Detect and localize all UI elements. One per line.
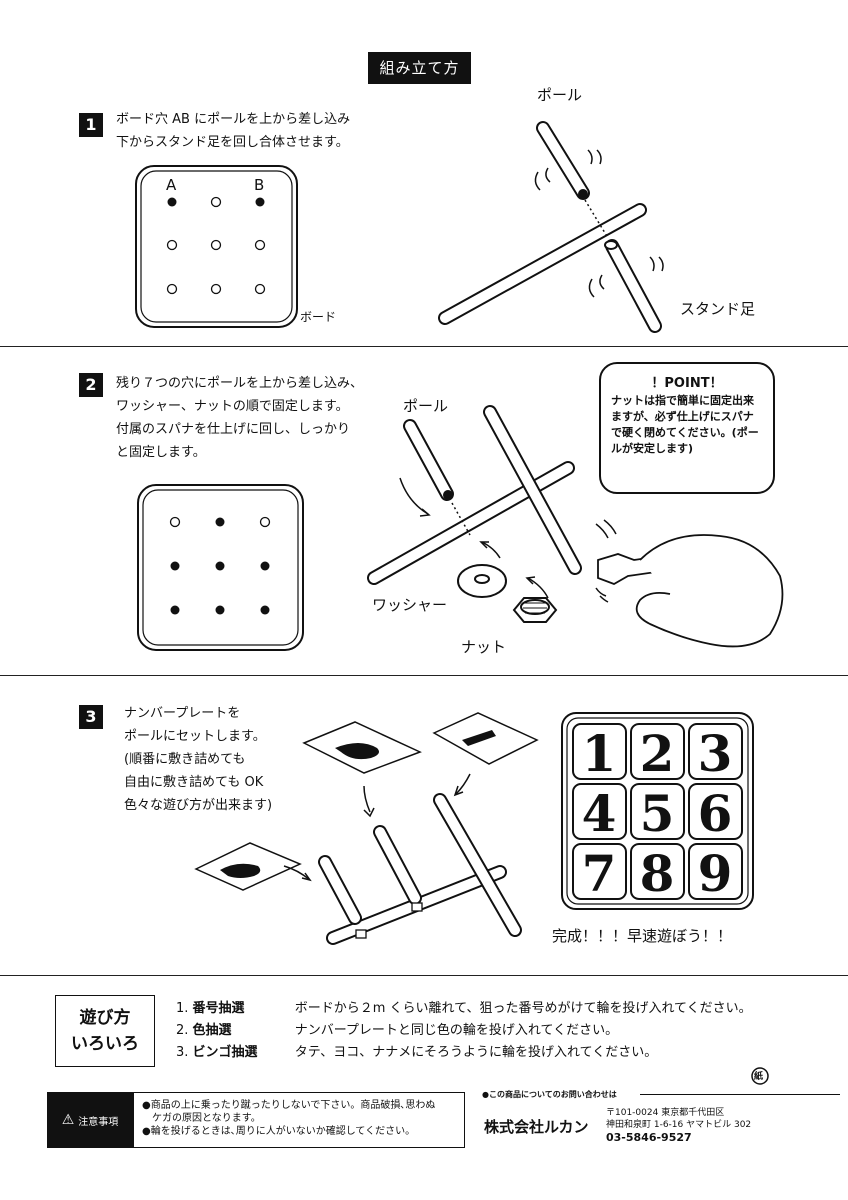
number-tile: 4 <box>572 783 627 843</box>
contact-divider <box>640 1094 840 1095</box>
number-tile: 9 <box>688 843 743 903</box>
number-tile: 2 <box>630 723 685 783</box>
paper-mark: 紙 <box>754 1072 764 1082</box>
number-tile-digit: 7 <box>582 844 617 900</box>
page-title: 組み立て方 <box>368 52 471 84</box>
assembly-illustration <box>367 405 784 648</box>
step-instructions: ナンバープレートを ポールにセットします。 (順番に敷き詰めても 自由に敷き詰め… <box>124 706 273 813</box>
stand-label: スタンド足 <box>680 300 756 318</box>
hole-label-b: B <box>254 176 265 194</box>
warning-icon: ⚠ <box>61 1112 75 1128</box>
point-callout: ！POINT！ ナットは指で簡単に固定出来ますが、必ず仕上げにスパナで硬く閉めて… <box>599 362 775 494</box>
play-item: 2. 色抽選 ナンバープレートと同じ色の輪を投げ入れてください。 <box>176 1023 619 1038</box>
board-illustration <box>135 165 298 328</box>
number-tile-digit: 4 <box>582 784 617 843</box>
board-label: ボード <box>300 310 337 324</box>
number-tile-digit: 9 <box>698 844 733 900</box>
paper-recycle-icon <box>751 1067 769 1085</box>
step-instructions: ボード穴 AB にポールを上から差し込み 下からスタンド足を回し合体させます。 <box>116 112 351 150</box>
play-methods-list: 1. 番号抽選 ボードから２m くらい離れて、狙った番号めがけて輪を投げ入れてく… <box>176 998 752 1064</box>
step-number: 2 <box>79 373 103 397</box>
number-tile: 3 <box>688 723 743 783</box>
number-tile-digit: 2 <box>640 724 675 783</box>
number-tile-digit: 5 <box>640 784 675 843</box>
step-number: 3 <box>79 705 103 729</box>
point-title: ！POINT！ <box>651 376 723 391</box>
play-methods-title: 遊び方 いろいろ <box>55 995 155 1067</box>
step-number: 1 <box>79 113 103 137</box>
company-address: 〒101-0024 東京都千代田区 神田和泉町 1-6-16 ヤマトビル 302 <box>606 1108 752 1130</box>
contact-heading: ●この商品についてのお問い合わせは <box>482 1090 617 1099</box>
number-tile-digit: 3 <box>698 724 733 783</box>
number-tile: 8 <box>630 843 685 903</box>
number-tile-digit: 6 <box>698 784 733 843</box>
section-divider <box>0 975 848 976</box>
washer-label: ワッシャー <box>372 596 448 614</box>
nut-label: ナット <box>461 638 507 656</box>
number-plate-assembly <box>194 712 539 945</box>
section-divider <box>0 346 848 347</box>
play-item: 1. 番号抽選 ボードから２m くらい離れて、狙った番号めがけて輪を投げ入れてく… <box>176 1001 752 1016</box>
step-instructions: 残り７つの穴にポールを上から差し込み、 ワッシャー、ナットの順で固定します。 付… <box>116 376 364 460</box>
pole-stand-illustration <box>438 121 664 333</box>
point-text: ナットは指で簡単に固定出来ますが、必ず仕上げにスパナで硬く閉めてください。(ポー… <box>611 394 759 455</box>
number-tile-digit: 1 <box>582 724 617 783</box>
board-illustration <box>137 484 304 651</box>
number-tile: 6 <box>688 783 743 843</box>
caution-text: ●商品の上に乗ったり蹴ったりしないで下さい。商品破損､思わぬ ケガの原因となりま… <box>133 1092 465 1148</box>
company-phone: 03-5846-9527 <box>606 1131 692 1144</box>
number-tile: 1 <box>572 723 627 783</box>
pole-label: ポール <box>537 86 583 104</box>
section-divider <box>0 675 848 676</box>
number-tile-digit: 8 <box>640 844 675 900</box>
finished-board-frame <box>561 712 754 910</box>
company-name: 株式会社ルカン <box>484 1118 589 1136</box>
complete-message: 完成！！！早速遊ぼう！！ <box>552 927 733 945</box>
number-tile: 5 <box>630 783 685 843</box>
number-tile: 7 <box>572 843 627 903</box>
caution-label: ⚠ 注意事項 <box>47 1092 133 1148</box>
hole-label-a: A <box>166 176 177 194</box>
play-item: 3. ビンゴ抽選 タテ、ヨコ、ナナメにそろうように輪を投げ入れてください。 <box>176 1045 658 1060</box>
pole-label: ポール <box>403 397 449 415</box>
